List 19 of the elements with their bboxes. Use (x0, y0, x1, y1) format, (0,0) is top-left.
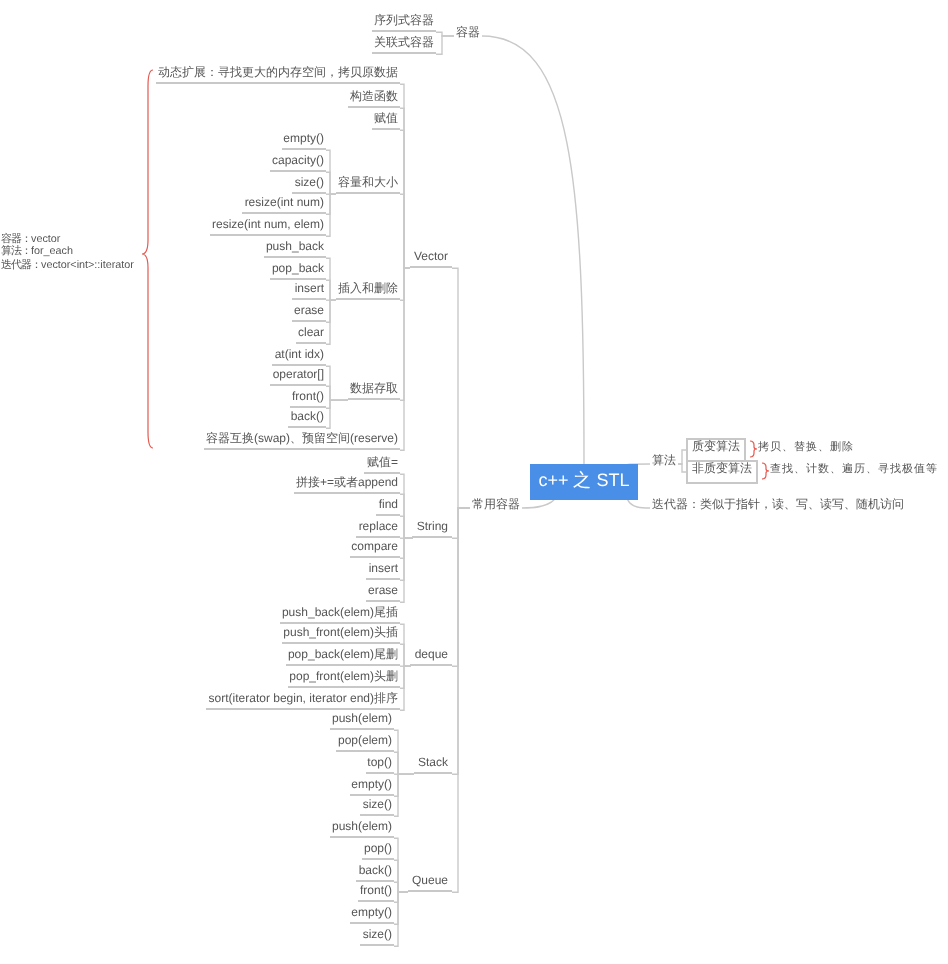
connector-line (677, 449, 687, 465)
connector-line (325, 399, 349, 429)
connector-line (393, 773, 415, 817)
connector-line (325, 171, 337, 195)
connector-line (521, 498, 556, 509)
connector-line (399, 193, 411, 269)
central-topic-box: c++ 之 STL (530, 464, 638, 500)
connector-line (393, 891, 409, 947)
connector-line (325, 279, 337, 301)
connector-line (399, 665, 412, 711)
connector-line (481, 35, 585, 466)
connector-line (677, 463, 687, 473)
connector-line (325, 299, 337, 345)
connector-line (626, 498, 651, 509)
connector-line (325, 193, 337, 237)
connector-line (435, 35, 455, 55)
connector-line (399, 537, 414, 603)
connector-line (451, 507, 471, 893)
connector-line (399, 267, 411, 451)
